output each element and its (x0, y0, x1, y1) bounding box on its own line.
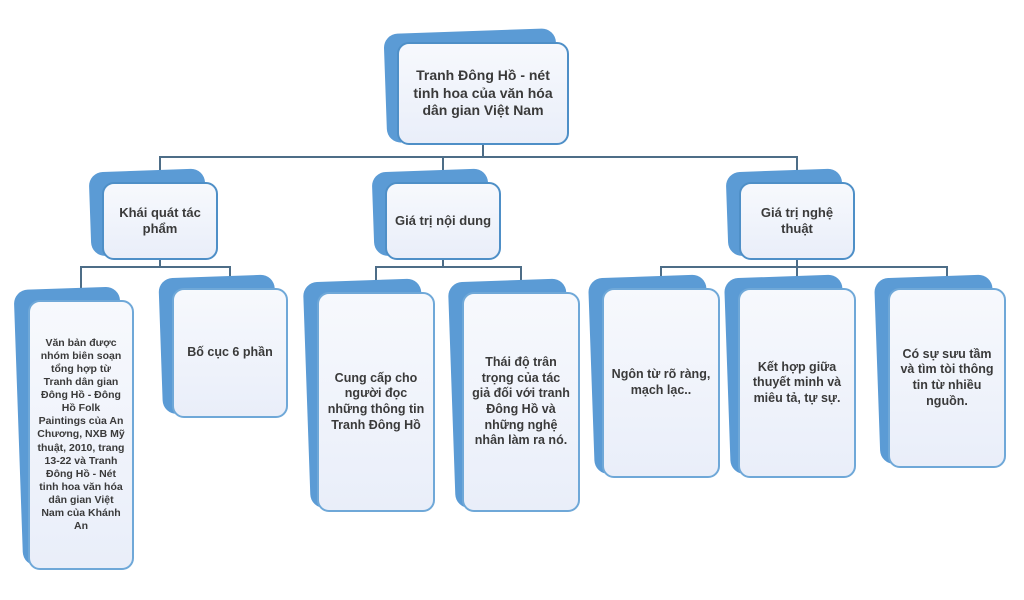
connector-branch1-horizontal (80, 266, 231, 268)
node-leaf-thai-do-tran-trong: Thái độ trân trọng của tác giả đối với t… (447, 278, 580, 512)
node-leaf-label: Văn bản được nhóm biên soạn tổng hợp từ … (37, 336, 125, 533)
node-leaf-label: Cung cấp cho người đọc những thông tin T… (327, 370, 425, 432)
node-card: Cung cấp cho người đọc những thông tin T… (317, 292, 435, 512)
node-leaf-label: Có sự sưu tầm và tìm tòi thông tin từ nh… (900, 346, 994, 408)
node-root-label: Tranh Đông Hồ - nét tinh hoa của văn hóa… (413, 67, 553, 119)
connector-branch3-stem (796, 260, 798, 267)
node-branch-gia-tri-noi-dung: Giá trị nội dung (371, 168, 501, 260)
node-branch-label: Giá trị nghệ thuật (760, 204, 834, 236)
node-branch-gia-tri-nghe-thuat: Giá trị nghệ thuật (725, 168, 855, 260)
connector-branch3-horizontal (660, 266, 948, 268)
node-card: Tranh Đông Hồ - nét tinh hoa của văn hóa… (397, 42, 569, 145)
connector-branch2-horizontal (375, 266, 522, 268)
node-card: Thái độ trân trọng của tác giả đối với t… (462, 292, 580, 512)
node-card: Giá trị nội dung (385, 182, 501, 260)
node-leaf-bo-cuc: Bố cục 6 phần (158, 274, 288, 418)
node-leaf-cung-cap-thong-tin: Cung cấp cho người đọc những thông tin T… (302, 278, 435, 512)
connector-root-stem (482, 145, 484, 157)
node-leaf-label: Ngôn từ rõ ràng, mạch lạc.. (611, 367, 711, 397)
node-leaf-ngon-tu: Ngôn từ rõ ràng, mạch lạc.. (588, 274, 720, 478)
node-card: Kết hợp giữa thuyết minh và miêu tả, tự … (738, 288, 856, 478)
node-leaf-label: Thái độ trân trọng của tác giả đối với t… (472, 355, 570, 448)
node-card: Bố cục 6 phần (172, 288, 288, 418)
node-leaf-label: Bố cục 6 phần (187, 345, 273, 360)
node-leaf-suu-tam-tim-toi: Có sự sưu tầm và tìm tòi thông tin từ nh… (874, 274, 1006, 468)
connector-top-horizontal (159, 156, 798, 158)
node-root: Tranh Đông Hồ - nét tinh hoa của văn hóa… (383, 28, 569, 145)
node-leaf-nguon-van-ban: Văn bản được nhóm biên soạn tổng hợp từ … (13, 286, 134, 570)
node-card: Văn bản được nhóm biên soạn tổng hợp từ … (28, 300, 134, 570)
node-branch-label: Khái quát tác phẩm (119, 204, 201, 236)
node-card: Khái quát tác phẩm (102, 182, 218, 260)
connector-branch1-stem (159, 260, 161, 267)
node-card: Giá trị nghệ thuật (739, 182, 855, 260)
node-branch-label: Giá trị nội dung (394, 212, 492, 228)
connector-drop-leaf-1-1 (80, 266, 82, 302)
node-leaf-label: Kết hợp giữa thuyết minh và miêu tả, tự … (752, 359, 842, 405)
node-card: Có sự sưu tầm và tìm tòi thông tin từ nh… (888, 288, 1006, 468)
node-branch-khai-quat-tac-pham: Khái quát tác phẩm (88, 168, 218, 260)
node-card: Ngôn từ rõ ràng, mạch lạc.. (602, 288, 720, 478)
connector-branch2-stem (442, 260, 444, 267)
node-leaf-ket-hop-thuyet-minh: Kết hợp giữa thuyết minh và miêu tả, tự … (724, 274, 856, 478)
